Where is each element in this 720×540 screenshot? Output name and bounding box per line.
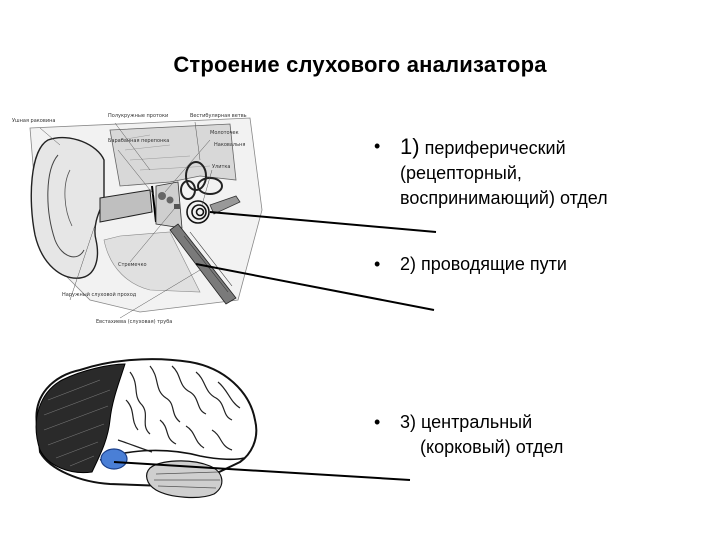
eustachian-tube-shape bbox=[169, 223, 237, 305]
bullet-marker: • bbox=[374, 412, 381, 432]
bullet-line: 2) проводящие пути bbox=[400, 254, 567, 274]
ear-label-ear-canal: Наружный слуховой проход bbox=[62, 291, 137, 298]
bullet-central-section: • 3) центральный (корковый) отдел bbox=[374, 410, 700, 460]
bullet-line: (рецепторный, bbox=[400, 163, 522, 183]
stapes-shape bbox=[174, 204, 180, 209]
bullet-line: воспринимающий) отдел bbox=[400, 188, 608, 208]
occipital-region-shape bbox=[35, 363, 126, 474]
auditory-nerve-shape bbox=[209, 195, 241, 215]
bullet-marker: • bbox=[374, 254, 381, 274]
ear-label-malleus: Молоточек bbox=[210, 130, 239, 136]
ear-label-vestibular-branch: Вестибулярная ветвь bbox=[190, 113, 247, 119]
ear-label-incus: Наковальня bbox=[214, 142, 245, 148]
malleus-shape bbox=[158, 192, 166, 200]
pointer-lines bbox=[113, 211, 437, 481]
bullet-pathways-section: • 2) проводящие пути bbox=[374, 252, 700, 277]
bullet-peripheral-section: • 1) периферический (рецепторный, воспри… bbox=[374, 134, 700, 211]
ear-label-eustachian-tube: Евстахиева (слуховая) труба bbox=[96, 319, 172, 325]
ear-label-eardrum: Барабанная перепонка bbox=[108, 138, 169, 144]
ear-label-semicircular: Полукружные протоки bbox=[108, 113, 168, 119]
brain-illustration bbox=[35, 358, 258, 499]
ear-label-pinna: Ушная раковина bbox=[12, 118, 55, 124]
eardrum-shape bbox=[151, 185, 157, 223]
ear-label-stapes: Стремечко bbox=[118, 262, 147, 268]
bullet-line: (корковый) отдел bbox=[420, 437, 564, 457]
slide-title: Строение слухового анализатора bbox=[173, 52, 547, 77]
pointer-line-peripheral bbox=[209, 211, 437, 233]
bullet-marker: • bbox=[374, 136, 381, 156]
pointer-line-central bbox=[113, 461, 411, 481]
bullet-line: 3) центральный bbox=[400, 412, 533, 432]
cerebellum-shape bbox=[146, 460, 223, 499]
incus-shape bbox=[166, 196, 174, 204]
bullet-number: 1) bbox=[400, 134, 420, 159]
pinna-shape bbox=[30, 136, 105, 279]
ear-anatomy-illustration: Ушная раковина Полукружные протоки Вести… bbox=[12, 113, 263, 325]
bullet-line: периферический bbox=[424, 138, 566, 158]
semicircular-canals-shape bbox=[180, 161, 223, 200]
auditory-cortex-marker bbox=[100, 448, 128, 470]
pointer-line-pathways bbox=[195, 263, 435, 311]
ear-label-cochlea: Улитка bbox=[212, 164, 231, 170]
ear-canal-shape bbox=[99, 189, 153, 223]
cochlea-shape bbox=[186, 200, 210, 224]
